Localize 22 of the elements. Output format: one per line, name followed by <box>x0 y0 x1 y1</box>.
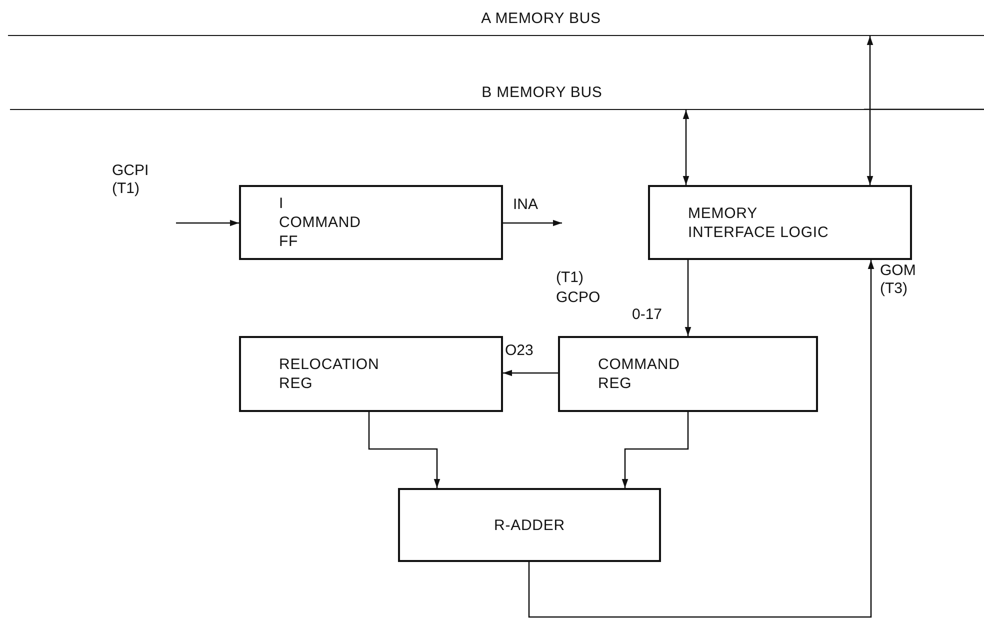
block-box <box>239 336 503 412</box>
block-label: I COMMAND FF <box>279 194 362 251</box>
block-box <box>648 185 912 260</box>
arrow <box>503 220 562 226</box>
arrow <box>176 220 239 226</box>
bus-label: A MEMORY BUS <box>481 9 601 29</box>
block-label: MEMORY INTERFACE LOGIC <box>688 204 830 242</box>
bus-label: B MEMORY BUS <box>482 83 602 103</box>
arrow <box>866 36 874 185</box>
block-label: R-ADDER <box>493 516 566 534</box>
arrow <box>503 370 558 376</box>
arrow <box>528 260 874 618</box>
arrow <box>368 412 440 488</box>
block-box <box>239 185 503 260</box>
arrow <box>622 412 689 488</box>
block-label: RELOCATION REG <box>279 355 380 393</box>
signal-label: (T1) GCPO <box>556 268 602 308</box>
arrow <box>684 260 692 336</box>
arrow <box>682 110 690 185</box>
block-box <box>398 488 661 562</box>
block-box <box>558 336 818 412</box>
block-label: COMMAND REG <box>598 355 681 393</box>
